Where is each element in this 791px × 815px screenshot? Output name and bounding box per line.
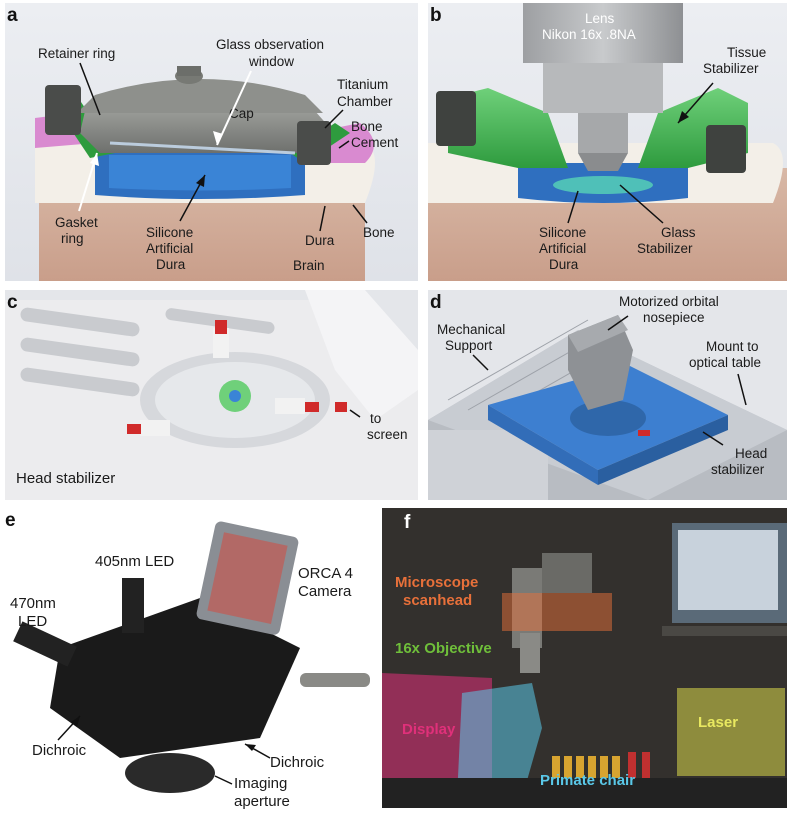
panel-a-letter: a — [7, 5, 18, 26]
label-motorized-1: Motorized orbital — [619, 294, 719, 309]
label-laser: Laser — [698, 714, 739, 731]
label-mechanical-2: Support — [445, 338, 493, 353]
microscope-overlay — [502, 593, 612, 631]
panel-d: d Motorized orbital nosepiece Mechanical… — [428, 290, 787, 500]
led-405 — [122, 578, 144, 633]
tissue-stabilizer — [448, 88, 748, 168]
label-imaging-2: aperture — [234, 793, 290, 810]
panel-e-letter: e — [5, 510, 16, 531]
panel-b-illustration — [428, 3, 787, 281]
panel-e-arrows — [57, 715, 271, 785]
panel-b: b Lens Nikon 16x .8NA Tissue Stabilizer … — [428, 3, 787, 281]
label-tissue-1: Tissue — [727, 45, 767, 60]
label-retainer-ring: Retainer ring — [38, 46, 116, 61]
panel-d-arrows — [472, 315, 747, 446]
label-titanium-2: Chamber — [337, 94, 393, 109]
label-glass-window-2: window — [249, 54, 295, 69]
panel-a: a Retainer ring Glass observation window… — [5, 3, 418, 281]
panel-c-arrow — [349, 409, 361, 418]
label-glass-2: Stabilizer — [637, 241, 693, 256]
label-silicone-2: Artificial — [146, 241, 194, 256]
panel-f: f Microscope scanhead 16x Objective Disp… — [382, 508, 787, 808]
label-head-1: Head — [735, 446, 768, 461]
label-cap: Cap — [229, 106, 254, 121]
chair-overlay — [457, 683, 542, 798]
label-silicone-b-3: Dura — [549, 257, 579, 272]
panel-b-arrows — [567, 82, 714, 224]
label-to: to — [370, 411, 382, 426]
panel-d-illustration — [428, 290, 787, 500]
label-microscope-1: Microscope — [395, 574, 479, 591]
label-glass-1: Glass — [661, 225, 696, 240]
panel-f-photo — [382, 508, 787, 808]
label-bone: Bone — [363, 225, 395, 240]
label-lens-2: Nikon 16x .8NA — [542, 27, 636, 42]
label-bone-cement-1: Bone — [351, 119, 383, 134]
panel-c: c to screen Head stabilizer — [5, 290, 418, 500]
panel-e: e 405nm LED ORCA 4 Camera 470nm LED Dich… — [0, 508, 376, 815]
label-dichroic-right: Dichroic — [270, 754, 325, 771]
label-gasket-2: ring — [61, 231, 84, 246]
glass-stabilizer-disc — [553, 176, 653, 194]
label-orca-2: Camera — [298, 583, 352, 600]
label-imaging-1: Imaging — [234, 775, 288, 792]
label-titanium-1: Titanium — [337, 77, 389, 92]
label-silicone-1: Silicone — [146, 225, 194, 240]
cap — [80, 111, 330, 153]
label-bone-cement-2: Cement — [351, 135, 399, 150]
label-screen: screen — [367, 427, 408, 442]
label-head-stabilizer-c: Head stabilizer — [16, 470, 116, 487]
panel-a-illustration — [5, 3, 418, 281]
label-microscope-2: scanhead — [403, 592, 473, 609]
label-glass-window-1: Glass observation — [216, 37, 325, 52]
label-mechanical-1: Mechanical — [437, 322, 506, 337]
led-470 — [13, 621, 77, 667]
label-lens-1: Lens — [585, 11, 615, 26]
label-470nm-1: 470nm — [10, 595, 56, 612]
label-primate-chair: Primate chair — [540, 772, 636, 789]
label-motorized-2: nosepiece — [643, 310, 705, 325]
label-silicone-b-2: Artificial — [539, 241, 587, 256]
label-405nm-led: 405nm LED — [95, 553, 175, 570]
label-dura: Dura — [305, 233, 335, 248]
label-display: Display — [402, 721, 456, 738]
label-gasket-1: Gasket — [55, 215, 98, 230]
panel-b-letter: b — [430, 5, 442, 26]
panel-e-photo — [0, 508, 376, 815]
panel-f-letter: f — [404, 512, 411, 533]
panel-c-illustration — [5, 290, 418, 500]
laser-overlay — [677, 688, 785, 776]
label-mount-1: Mount to — [706, 339, 759, 354]
panel-c-letter: c — [7, 292, 18, 313]
label-silicone-b-1: Silicone — [539, 225, 587, 240]
label-470nm-2: LED — [18, 613, 48, 630]
label-tissue-2: Stabilizer — [703, 61, 759, 76]
retainer-right — [297, 121, 331, 165]
label-silicone-3: Dura — [156, 257, 186, 272]
panel-d-letter: d — [430, 292, 442, 313]
label-objective: 16x Objective — [395, 640, 492, 657]
panel-a-arrows — [78, 62, 368, 232]
label-dichroic-left: Dichroic — [32, 742, 87, 759]
label-head-2: stabilizer — [711, 462, 765, 477]
label-mount-2: optical table — [689, 355, 762, 370]
retainer-left — [45, 85, 81, 135]
label-orca-1: ORCA 4 — [298, 565, 354, 582]
label-brain: Brain — [293, 258, 325, 273]
lens-body — [523, 3, 683, 63]
